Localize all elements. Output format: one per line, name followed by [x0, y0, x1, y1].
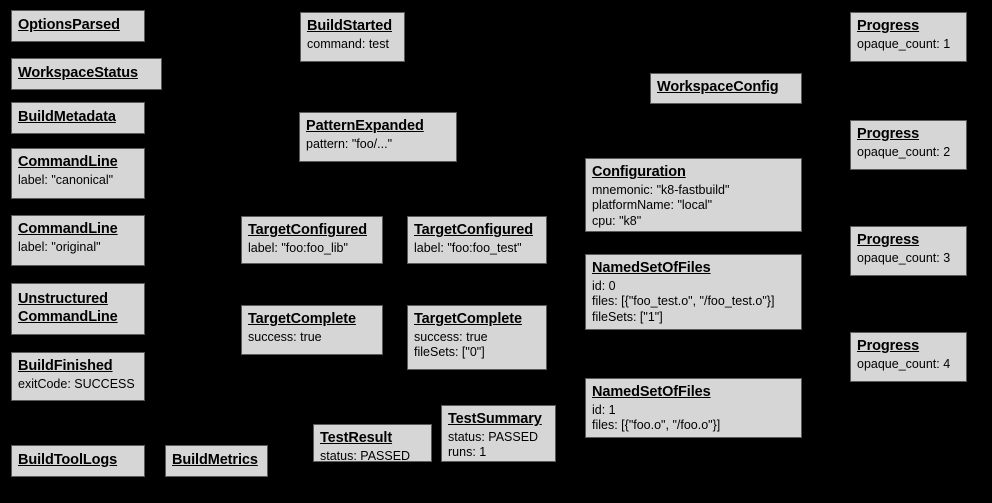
node-progress-3[interactable]: Progress opaque_count: 3	[850, 226, 967, 276]
node-title: Progress	[857, 126, 920, 142]
node-field: command: test	[307, 37, 389, 52]
node-pattern-expanded[interactable]: PatternExpanded pattern: "foo/..."	[299, 112, 457, 162]
node-build-metadata[interactable]: BuildMetadata	[11, 102, 145, 134]
node-title: Progress	[857, 338, 920, 354]
node-title: Progress	[857, 18, 920, 34]
node-test-result[interactable]: TestResult status: PASSED	[313, 424, 432, 464]
node-title: CommandLine	[18, 154, 118, 170]
node-field: label: "foo:foo_test"	[414, 241, 522, 256]
node-progress-1[interactable]: Progress opaque_count: 1	[850, 12, 967, 62]
node-title: WorkspaceStatus	[18, 64, 138, 81]
node-field: status: PASSED	[448, 430, 539, 445]
node-title: BuildMetadata	[18, 108, 116, 125]
node-field: id: 0	[592, 279, 616, 294]
node-fields: status: PASSED	[320, 449, 426, 464]
node-build-metrics[interactable]: BuildMetrics	[165, 445, 268, 477]
node-title: TestSummary	[448, 411, 542, 427]
node-field: id: 1	[592, 403, 616, 418]
node-progress-2[interactable]: Progress opaque_count: 2	[850, 120, 967, 170]
node-build-started[interactable]: BuildStarted command: test	[300, 12, 405, 62]
node-title: Progress	[857, 232, 920, 248]
node-title: Unstructured CommandLine	[18, 291, 118, 325]
node-field: pattern: "foo/..."	[306, 137, 393, 152]
node-title: TargetComplete	[414, 311, 522, 327]
node-field: files: [{"foo.o", "/foo.o"}]	[592, 418, 721, 433]
node-title: CommandLine	[18, 221, 118, 237]
node-field: success: true	[414, 330, 488, 345]
node-title: PatternExpanded	[306, 118, 424, 134]
node-fields: mnemonic: "k8-fastbuild"platformName: "l…	[592, 183, 796, 229]
node-fields: label: "foo:foo_lib"	[248, 241, 377, 256]
node-title: BuildFinished	[18, 358, 113, 374]
node-title: NamedSetOfFiles	[592, 384, 711, 400]
node-fields: label: "original"	[18, 240, 139, 255]
node-fields: opaque_count: 2	[857, 145, 961, 160]
node-fields: opaque_count: 3	[857, 251, 961, 266]
node-target-complete-foo-lib[interactable]: TargetComplete success: true	[241, 305, 383, 355]
node-field: files: [{"foo_test.o", "/foo_test.o"}]	[592, 294, 775, 309]
node-field: platformName: "local"	[592, 198, 713, 213]
node-title: BuildMetrics	[172, 451, 258, 468]
node-field: label: "canonical"	[18, 173, 114, 188]
node-title: Configuration	[592, 164, 686, 180]
node-workspace-status[interactable]: WorkspaceStatus	[11, 58, 162, 90]
node-field: opaque_count: 3	[857, 251, 951, 266]
node-field: label: "foo:foo_lib"	[248, 241, 348, 256]
node-command-line-canonical[interactable]: CommandLine label: "canonical"	[11, 148, 145, 199]
node-field: fileSets: ["0"]	[414, 345, 485, 360]
node-field: label: "original"	[18, 240, 101, 255]
node-fields: label: "foo:foo_test"	[414, 241, 541, 256]
node-field: success: true	[248, 330, 322, 345]
node-title: NamedSetOfFiles	[592, 260, 711, 276]
node-title: BuildToolLogs	[18, 451, 118, 468]
node-options-parsed[interactable]: OptionsParsed	[11, 10, 145, 42]
node-field: cpu: "k8"	[592, 213, 642, 228]
node-fields: opaque_count: 4	[857, 357, 961, 372]
node-field: fileSets: ["1"]	[592, 309, 663, 324]
node-build-tool-logs[interactable]: BuildToolLogs	[11, 445, 145, 477]
node-title: BuildStarted	[307, 18, 393, 34]
node-title: OptionsParsed	[18, 16, 120, 33]
node-field: mnemonic: "k8-fastbuild"	[592, 183, 730, 198]
node-field: opaque_count: 1	[857, 37, 951, 52]
node-field: opaque_count: 2	[857, 145, 951, 160]
node-unstructured-command-line[interactable]: Unstructured CommandLine	[11, 283, 145, 335]
node-command-line-original[interactable]: CommandLine label: "original"	[11, 215, 145, 266]
node-fields: command: test	[307, 37, 399, 52]
node-workspace-config[interactable]: WorkspaceConfig	[650, 73, 802, 104]
node-target-configured-foo-test[interactable]: TargetConfigured label: "foo:foo_test"	[407, 216, 547, 264]
node-fields: pattern: "foo/..."	[306, 137, 451, 152]
node-fields: success: true	[248, 330, 377, 345]
node-title: TargetComplete	[248, 311, 356, 327]
node-fields: exitCode: SUCCESS	[18, 377, 139, 392]
node-fields: opaque_count: 1	[857, 37, 961, 52]
node-title: WorkspaceConfig	[657, 79, 779, 96]
node-fields: label: "canonical"	[18, 173, 139, 188]
node-title: TargetConfigured	[248, 222, 367, 238]
node-progress-4[interactable]: Progress opaque_count: 4	[850, 332, 967, 382]
node-target-configured-foo-lib[interactable]: TargetConfigured label: "foo:foo_lib"	[241, 216, 383, 264]
node-field: runs: 1	[448, 445, 487, 460]
node-field: status: PASSED	[320, 449, 411, 464]
node-configuration[interactable]: Configuration mnemonic: "k8-fastbuild"pla…	[585, 158, 802, 232]
node-field: opaque_count: 4	[857, 357, 951, 372]
node-title: TestResult	[320, 430, 393, 446]
node-title: TargetConfigured	[414, 222, 533, 238]
node-build-finished[interactable]: BuildFinished exitCode: SUCCESS	[11, 352, 145, 401]
node-field: exitCode: SUCCESS	[18, 377, 135, 392]
